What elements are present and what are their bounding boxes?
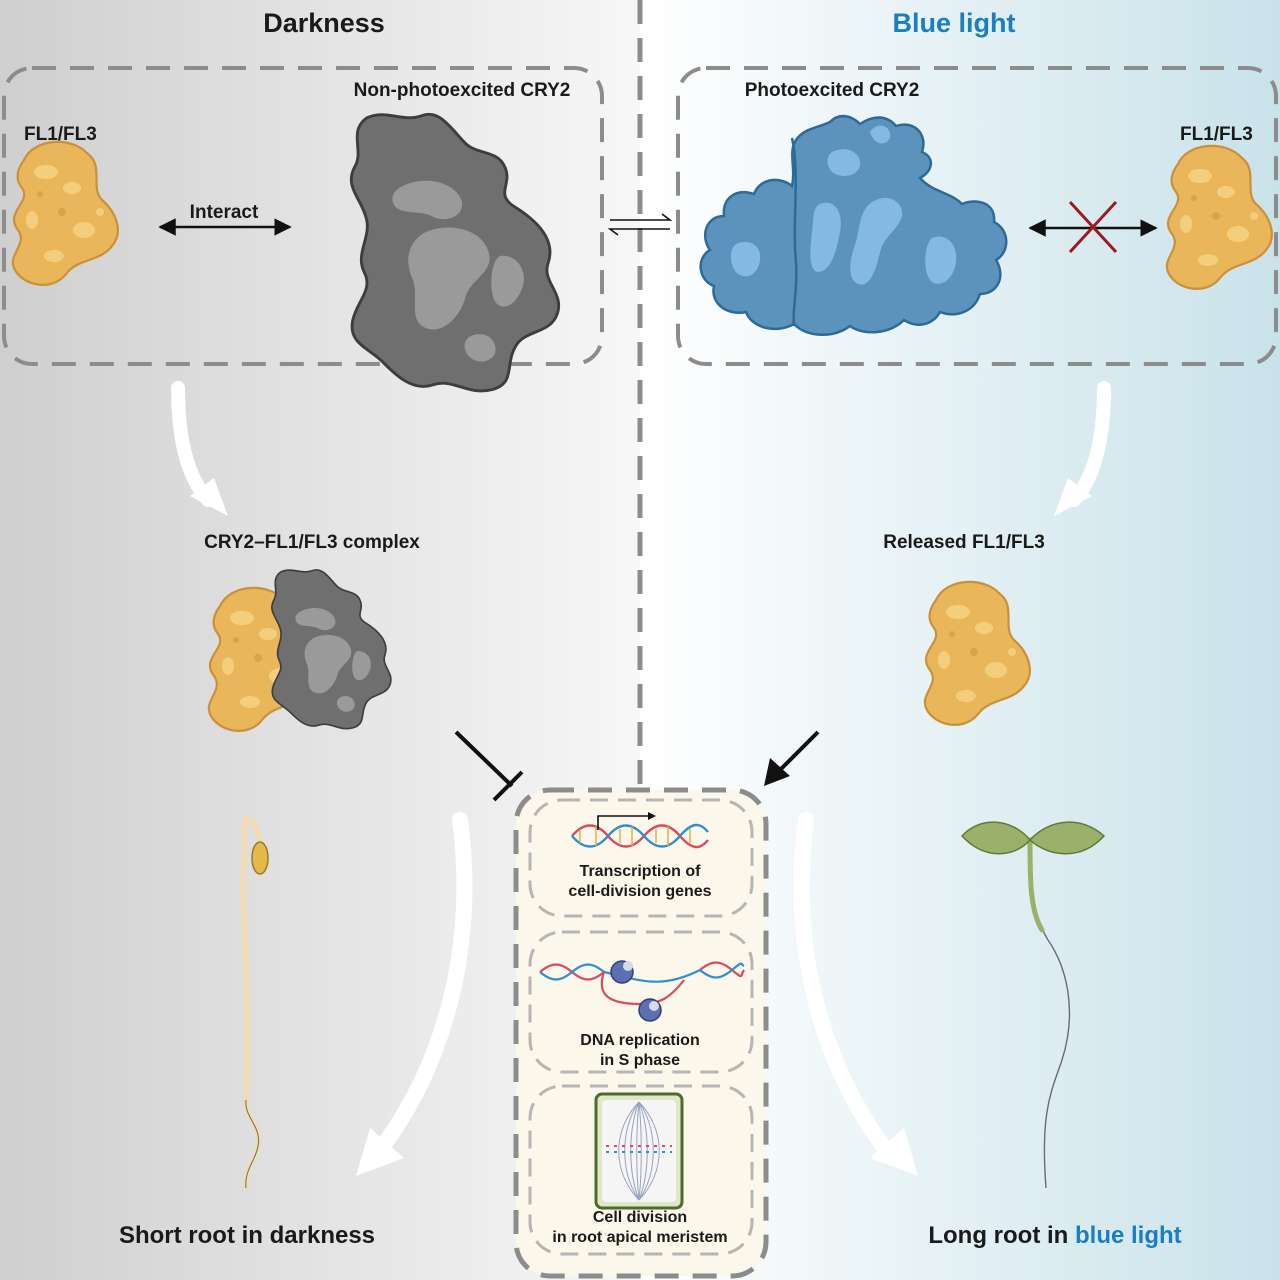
equilibrium-arrows	[607, 213, 673, 236]
blue-light-state-box	[676, 66, 1278, 366]
etiolated-seedling	[240, 815, 269, 1191]
flow-arrow-left-bottom	[372, 812, 473, 1158]
fl-label-right: FL1/FL3	[1180, 124, 1253, 145]
transcription-box	[528, 798, 754, 918]
inhibition-bar	[492, 770, 524, 802]
dna-helix-icon	[571, 812, 709, 849]
replication-label: DNA replication in S phase	[580, 1032, 700, 1069]
de-etiolated-seedling	[960, 821, 1106, 1189]
released-label: Released FL1/FL3	[883, 532, 1045, 553]
block-cross-icon	[1068, 200, 1118, 254]
interact-label: Interact	[189, 202, 259, 223]
flow-arrow-right-bottom	[793, 812, 894, 1158]
replication-fork-icon	[539, 960, 745, 1022]
cry2-blue-label: Photoexcited CRY2	[744, 80, 920, 101]
long-root-label: Long root in blue light	[928, 1222, 1182, 1249]
complex-label: CRY2–FL1/FL3 complex	[204, 532, 420, 553]
blue-light-title: Blue light	[892, 8, 1016, 38]
inhibition-line	[454, 730, 514, 788]
division-label: Cell division in root apical meristem	[552, 1209, 728, 1246]
division-box	[528, 1084, 754, 1256]
darkness-title: Darkness	[263, 8, 385, 38]
cell-process-box	[513, 787, 769, 1279]
darkness-state-box	[2, 66, 604, 366]
cry2-dark-label: Non-photoexcited CRY2	[353, 80, 571, 101]
dividing-cell-icon	[594, 1092, 684, 1210]
transcription-label: Transcription of cell-division genes	[568, 863, 712, 900]
short-root-label: Short root in darkness	[118, 1222, 376, 1249]
fl-label-left: FL1/FL3	[24, 124, 97, 145]
